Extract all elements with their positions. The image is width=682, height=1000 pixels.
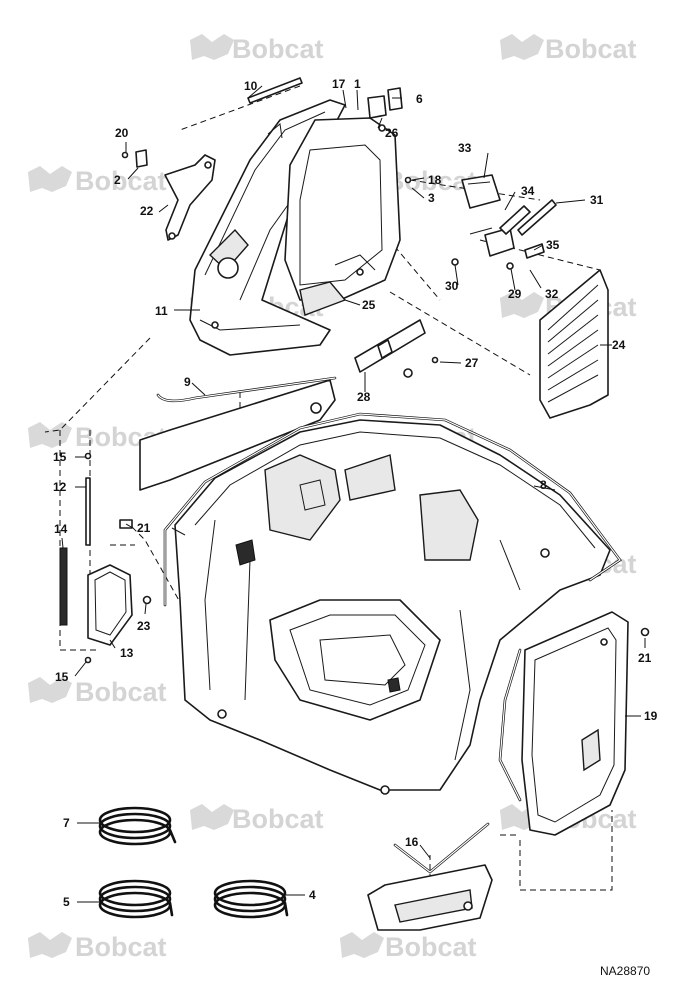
callout-25: 25: [362, 298, 376, 312]
callout-34: 34: [521, 184, 535, 198]
edge-seal-8: [163, 412, 622, 607]
watermark-brand: Bobcat: [232, 804, 324, 834]
watermark-15: Bobcat: [28, 932, 167, 962]
latch-assembly: [451, 174, 557, 270]
callout-30: 30: [445, 279, 459, 293]
right-side-door: [498, 611, 629, 836]
callout-29: 29: [508, 287, 522, 301]
leader-lines: [61, 85, 646, 903]
callout-5: 5: [63, 895, 70, 909]
callout-8: 8: [540, 478, 547, 492]
watermark-brand: Bobcat: [75, 677, 167, 707]
watermark-brand: Bobcat: [545, 34, 637, 64]
callout-13: 13: [120, 646, 134, 660]
watermark-16: Bobcat: [340, 932, 477, 962]
watermark-2: Bobcat: [500, 34, 637, 64]
watermark-brand: Bobcat: [385, 932, 477, 962]
side-trim: [139, 379, 336, 491]
callout-31: 31: [590, 193, 604, 207]
callout-2: 2: [114, 173, 121, 187]
callout-3: 3: [428, 191, 435, 205]
callout-20: 20: [115, 126, 129, 140]
callout-labels: 10 17 1 6 26 20 2 22 18 3 33 34 31 35 30…: [53, 77, 658, 909]
callout-21-right: 21: [638, 651, 652, 665]
watermark-brand: Bobcat: [75, 166, 167, 196]
callout-26: 26: [385, 126, 399, 140]
callout-15-top: 15: [53, 450, 67, 464]
callout-18: 18: [428, 173, 442, 187]
callout-4: 4: [309, 888, 316, 902]
watermark-3: Bobcat: [28, 166, 167, 196]
callout-14: 14: [54, 522, 68, 536]
callout-10: 10: [244, 79, 258, 93]
hinge-bracket: [164, 154, 216, 241]
callout-11: 11: [155, 304, 168, 318]
main-tub: [171, 419, 611, 795]
callout-12: 12: [53, 480, 67, 494]
callout-22: 22: [140, 204, 154, 218]
callout-21-left: 21: [137, 521, 151, 535]
callout-33: 33: [458, 141, 472, 155]
support-bracket: [354, 319, 426, 378]
panel-frame: [284, 117, 401, 316]
callout-7: 7: [63, 816, 70, 830]
callout-17: 17: [332, 77, 346, 91]
callout-16: 16: [405, 835, 419, 849]
callout-1: 1: [354, 77, 361, 91]
left-strut-parts: [59, 149, 650, 664]
step-cover: [367, 822, 493, 931]
watermark-11: Bobcat: [28, 677, 167, 707]
watermark-13: Bobcat: [190, 804, 324, 834]
watermark-brand: Bobcat: [385, 166, 477, 196]
seal-roll-5: [98, 879, 174, 919]
seal-roll-4: [213, 879, 289, 919]
callout-28: 28: [357, 390, 371, 404]
gas-spring: [247, 77, 303, 104]
watermark-1: Bobcat: [190, 34, 324, 64]
callout-23: 23: [137, 619, 151, 633]
rear-grille: [539, 269, 609, 419]
callout-15-bottom: 15: [55, 670, 69, 684]
callout-35: 35: [546, 238, 560, 252]
seal-roll-7: [98, 806, 177, 846]
callout-9: 9: [184, 375, 191, 389]
watermark-brand: Bobcat: [75, 932, 167, 962]
callout-32: 32: [545, 287, 559, 301]
callout-6: 6: [416, 92, 423, 106]
callout-24: 24: [612, 338, 626, 352]
drawing-number: NA28870: [600, 964, 650, 978]
seal-strip-9: [156, 376, 337, 403]
watermark-brand: Bobcat: [232, 34, 324, 64]
latch-top: [367, 87, 403, 132]
callout-19: 19: [644, 709, 658, 723]
callout-27: 27: [465, 356, 479, 370]
